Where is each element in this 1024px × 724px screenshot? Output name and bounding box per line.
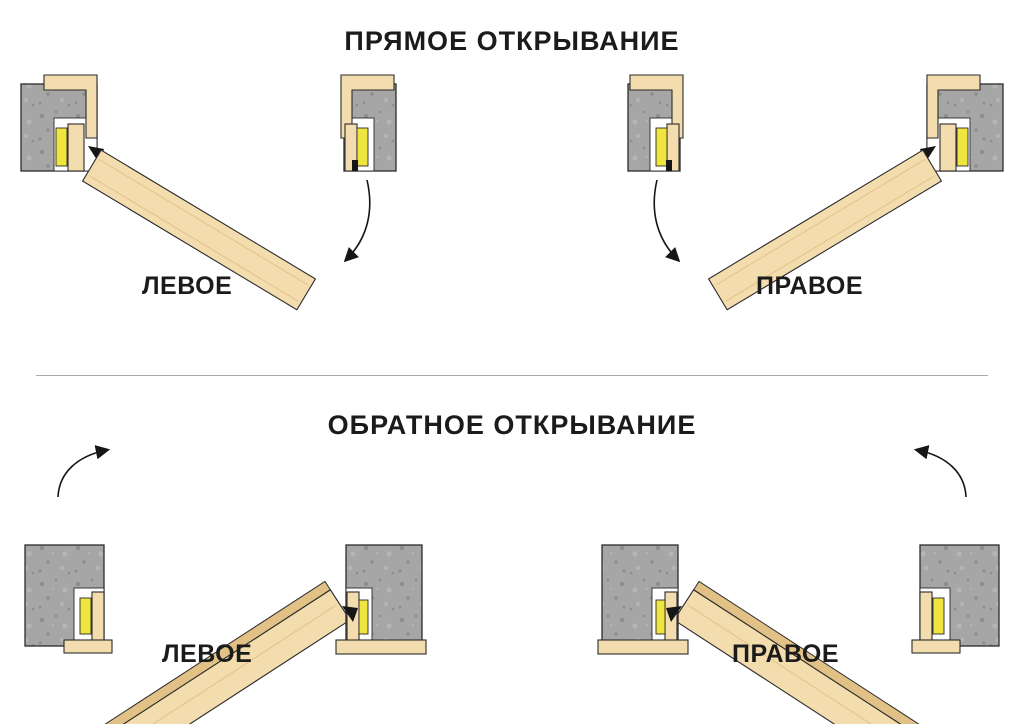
section-divider: [36, 375, 988, 376]
direct-left-label: ЛЕВОЕ: [142, 272, 233, 300]
direct-opening-title: ПРЯМОЕ ОТКРЫВАНИЕ: [344, 26, 680, 56]
direct-right-label: ПРАВОЕ: [756, 272, 864, 300]
reverse-left-assembly: [25, 450, 426, 724]
reverse-opening-title: ОБРАТНОЕ ОТКРЫВАНИЕ: [327, 410, 697, 440]
reverse-right-label: ПРАВОЕ: [732, 640, 840, 668]
reverse-right-assembly: [598, 450, 999, 724]
reverse-left-label: ЛЕВОЕ: [162, 640, 253, 668]
